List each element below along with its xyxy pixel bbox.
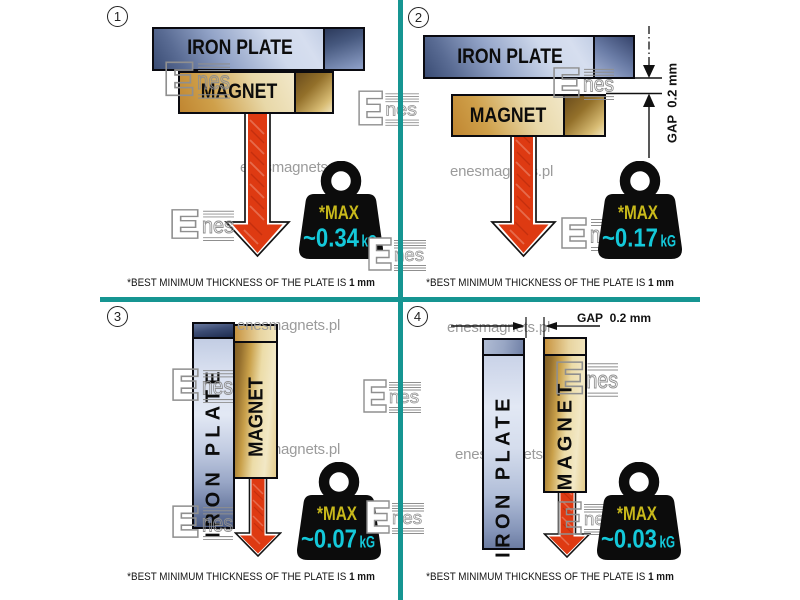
svg-text:*MAX: *MAX [618, 203, 658, 224]
svg-text:~0.34: ~0.34 [303, 223, 359, 253]
svg-text:~0.03: ~0.03 [601, 523, 657, 553]
svg-text:kG: kG [660, 533, 676, 551]
svg-text:kG: kG [661, 233, 677, 251]
svg-text:~0.17: ~0.17 [602, 223, 658, 253]
svg-text:kG: kG [360, 533, 376, 551]
svg-text:*MAX: *MAX [317, 504, 357, 525]
svg-text:*MAX: *MAX [319, 203, 359, 224]
svg-text:*MAX: *MAX [617, 504, 657, 525]
svg-text:~0.07: ~0.07 [301, 523, 357, 553]
